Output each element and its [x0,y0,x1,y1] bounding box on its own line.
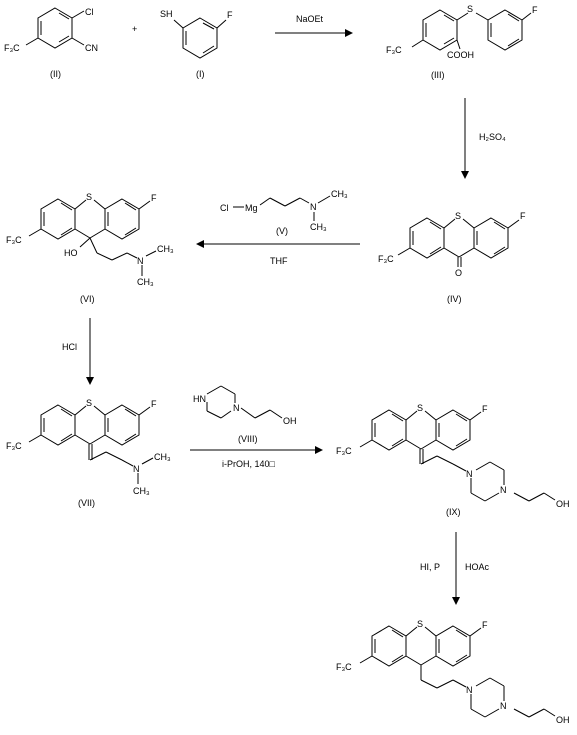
compound-VI-ch3-top: CH₃ [157,244,174,254]
compound-IV-cf3-group: F₃C [378,254,394,264]
compound-IV-label: (IV) [447,294,462,304]
compound-V: Cl Mg N CH₃ CH₃ (V) [220,189,348,236]
reagent-step6b: HOAc [465,562,490,572]
compound-final-cf3-group: F₃C [336,662,352,672]
compound-IV-o-atom: O [455,268,462,278]
reagent-step5: i-PrOH, 140□ [222,459,276,469]
compound-IX-n1-atom: N [466,469,473,479]
compound-VI-cf3-group: F₃C [6,235,22,245]
compound-VII-cf3-group: F₃C [6,441,22,451]
compound-final-structure [359,625,556,718]
compound-II-cf3-group: F₃C [4,43,20,53]
compound-IV: S F F₃C O (IV) [378,211,526,304]
compound-IX-n2-atom: N [500,485,507,495]
reagent-step1: NaOEt [296,14,324,24]
compound-VII-structure [28,404,154,484]
compound-VII-label: (VII) [78,498,95,508]
compound-V-structure [233,195,331,221]
compound-VIII-n-atom: N [233,403,240,413]
compound-IX-cf3-group: F₃C [336,446,352,456]
compound-VIII: HN N OH (VIII) [193,385,297,444]
compound-II: Cl CN F₃C (II) [4,7,98,79]
compound-IX-label: (IX) [446,507,461,517]
compound-VI-f-atom: F [151,193,157,203]
compound-IX-oh-group: OH [556,499,570,509]
compound-VI-n-atom: N [137,256,144,266]
compound-VIII-oh-group: OH [283,416,297,426]
compound-III-s-atom: S [467,4,473,14]
compound-IX: S F F₃C N N OH (IX) [336,403,570,517]
compound-III-cf3-group: F₃C [386,45,402,55]
compound-III-f-atom: F [532,5,538,15]
compound-V-n-atom: N [310,202,317,212]
compound-V-mg-atom: Mg [245,203,258,213]
compound-I-structure [173,17,227,59]
compound-VII: S F F₃C N CH₃ CH₃ (VII) [6,398,171,508]
reagent-step2: H₂SO₄ [479,132,506,142]
compound-VIII-hn-group: HN [193,394,206,404]
compound-VI-label: (VI) [80,294,95,304]
compound-IX-s-atom: S [417,403,423,413]
compound-VI-ch3-bottom: CH₃ [137,277,154,287]
compound-final: S F F₃C N N OH [336,619,570,725]
compound-III-label: (III) [431,70,445,80]
compound-VII-ch3-top: CH₃ [154,452,171,462]
compound-I-sh-group: SH [160,9,173,19]
compound-VII-f-atom: F [151,399,157,409]
compound-I: SH F (I) [160,9,233,79]
plus-sign: + [132,24,137,34]
compound-I-label: (I) [196,69,205,79]
compound-VI-s-atom: S [86,192,92,202]
compound-II-label: (II) [50,69,61,79]
compound-III: S F F₃C COOH (III) [386,4,538,80]
compound-final-n1-atom: N [466,685,473,695]
compound-final-s-atom: S [417,619,423,629]
compound-VI-ho-group: HO [64,248,78,258]
compound-VII-n-atom: N [133,464,140,474]
reagent-step6a: HI, P [420,562,440,572]
compound-IV-s-atom: S [455,211,461,221]
compound-I-f-atom: F [227,10,233,20]
compound-final-f-atom: F [482,620,488,630]
compound-IX-f-atom: F [482,404,488,414]
compound-V-label: (V) [276,226,288,236]
compound-III-cooh-group: COOH [447,50,474,60]
compound-III-structure [411,9,532,51]
compound-II-structure [25,7,85,49]
compound-VIII-label: (VIII) [238,434,258,444]
compound-IV-structure [397,217,520,267]
compound-II-cl-atom: Cl [85,7,94,17]
compound-VII-s-atom: S [86,398,92,408]
reagent-step3: THF [270,256,288,266]
compound-V-cl-atom: Cl [220,203,229,213]
compound-final-oh-group: OH [556,715,570,725]
reagent-step4: HCl [62,342,77,352]
compound-II-cn-group: CN [85,43,98,53]
compound-VI: S F F₃C HO N CH₃ CH₃ (VI) [6,192,174,304]
compound-V-ch3-top: CH₃ [331,189,348,199]
compound-final-n2-atom: N [500,701,507,711]
compound-VIII-structure [206,385,283,419]
compound-V-ch3-bottom: CH₃ [310,222,327,232]
compound-VII-ch3-bottom: CH₃ [133,486,150,496]
compound-IV-f-atom: F [520,211,526,221]
compound-IX-structure [359,409,556,502]
compound-VI-structure [28,198,157,276]
